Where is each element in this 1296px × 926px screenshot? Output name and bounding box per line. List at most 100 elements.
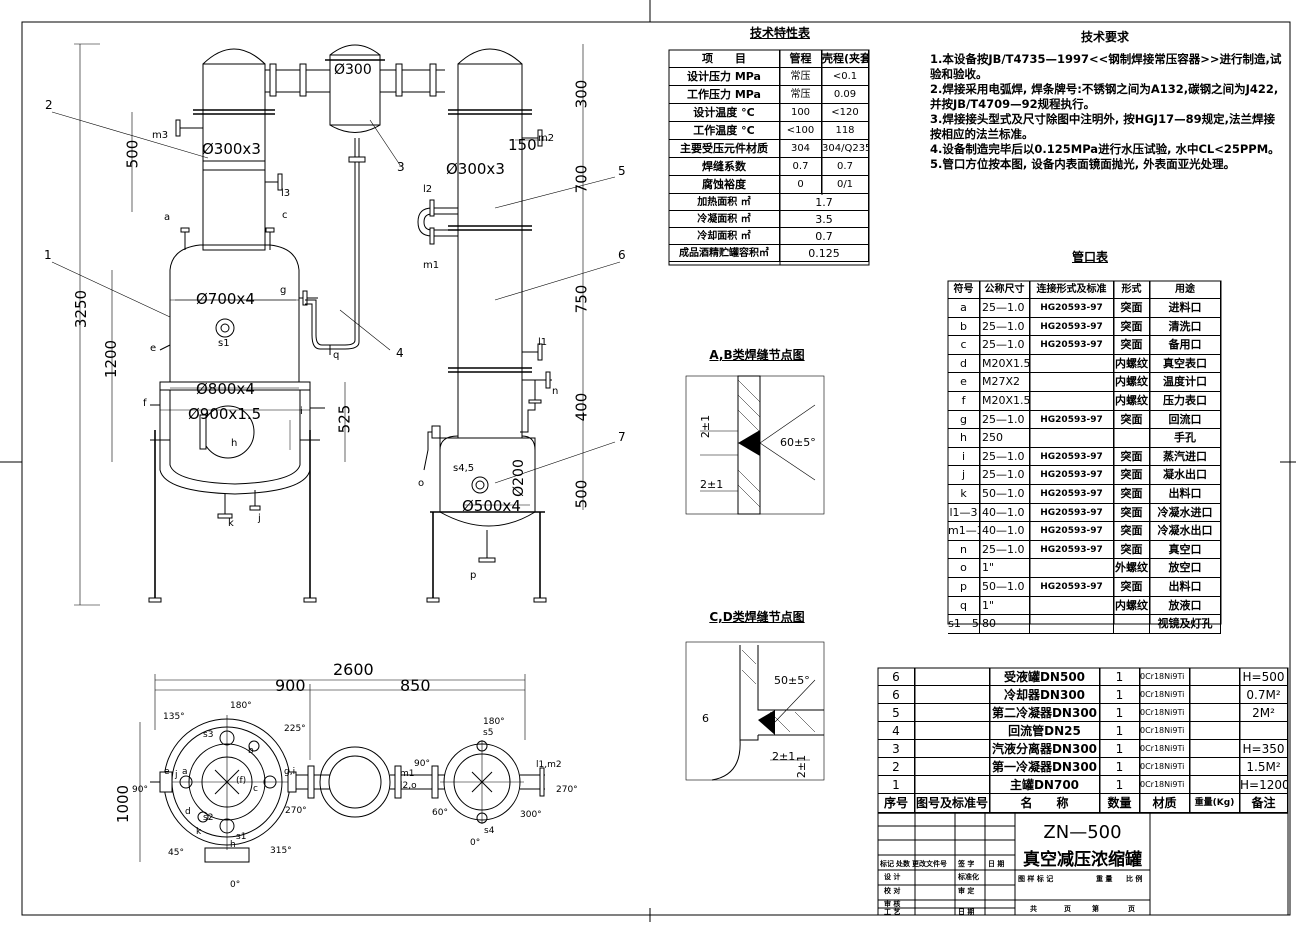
weld-cd-title: C,D类焊缝节点图 [709, 610, 805, 624]
label-h: h [231, 438, 238, 449]
diam-col1: Ø300x3 [202, 140, 261, 158]
nozzle-header-cell: 连接形式及标准 [1030, 281, 1114, 299]
nozzle-cell: 内螺纹 [1114, 596, 1150, 616]
parts-cell: 0Cr18Ni9Ti [1140, 686, 1190, 704]
drawing-frame [21, 21, 1291, 916]
spec-table-grid [668, 49, 870, 266]
parts-cell: 冷却器DN300 [990, 686, 1100, 704]
plan-a: a [182, 767, 188, 777]
spec-cell: 工作压力 MPa [669, 86, 780, 104]
parts-cell: 1 [1100, 704, 1140, 722]
angle-0-b: 0° [470, 838, 481, 848]
weld-detail-cd [685, 641, 825, 781]
nozzle-header-cell: 形式 [1114, 281, 1150, 299]
spec-cell: 0.7 [822, 158, 869, 176]
label-a: a [164, 212, 171, 223]
parts-cell [915, 776, 990, 794]
spec-cell: 0/1 [822, 176, 869, 194]
parts-cell: 3 [878, 740, 915, 758]
nozzle-cell [1114, 429, 1150, 448]
nozzle-cell: 突面 [1114, 317, 1150, 337]
nozzle-cell: HG20593-97 [1030, 540, 1114, 560]
dim-500-bottom: 500 [572, 479, 591, 509]
nozzle-cell: 真空口 [1150, 540, 1221, 560]
dim-150: 150 [508, 136, 537, 154]
nozzle-cell: 突面 [1114, 336, 1150, 355]
dim-850: 850 [400, 676, 431, 695]
plan-j: j [175, 770, 178, 780]
nozzle-cell: 突面 [1114, 466, 1150, 485]
parts-cell [915, 686, 990, 704]
parts-cell: 0Cr18Ni9Ti [1140, 758, 1190, 776]
nozzle-cell: i [948, 447, 980, 467]
nozzle-cell: HG20593-97 [1030, 577, 1114, 597]
weld-ab-angle: 60±5° [780, 436, 816, 449]
parts-cell [1190, 776, 1240, 794]
parts-cell: 5 [878, 704, 915, 722]
tb-sign: 签 字 [958, 860, 975, 868]
parts-cell [915, 740, 990, 758]
tag-1: 1 [44, 248, 52, 262]
plan-s4: s4 [484, 826, 495, 836]
spec-area-label: 加热面积 ㎡ [669, 194, 780, 211]
label-k: k [228, 518, 234, 529]
nozzle-cell: HG20593-97 [1030, 522, 1114, 541]
label-g: g [280, 285, 287, 296]
parts-cell [1190, 722, 1240, 740]
nozzle-cell: 1" [980, 559, 1030, 578]
label-m2: m2 [538, 133, 555, 144]
weld-cd-angle: 50±5° [774, 674, 810, 687]
tb-design: 设 计 [884, 873, 901, 881]
parts-cell: 4 [878, 722, 915, 740]
parts-cell [1190, 740, 1240, 758]
nozzle-cell: b [948, 317, 980, 337]
requirements-title: 技术要求 [1080, 30, 1129, 44]
parts-cell: 1 [1100, 758, 1140, 776]
nozzle-cell: 突面 [1114, 522, 1150, 541]
tb-mark: 标记 [880, 860, 894, 868]
parts-and-title-grid [877, 667, 1289, 916]
requirement-item: 2.焊接采用电弧焊, 焊条牌号:不锈钢之间为A132,碳钢之间为J422, 并按… [930, 82, 1279, 111]
nozzle-cell: k [948, 484, 980, 504]
angle-180: 180° [230, 701, 252, 711]
requirement-item: 1.本设备按JB/T4735—1997<<钢制焊接常压容器>>进行制造,试验和验… [930, 52, 1282, 81]
nozzle-cell: 冷凝水出口 [1150, 522, 1221, 541]
dim-1200: 1200 [102, 339, 121, 379]
label-o: o [418, 478, 425, 489]
parts-cell: 1 [1100, 686, 1140, 704]
nozzle-cell: 80 [980, 615, 1030, 634]
parts-header-cell: 备注 [1240, 794, 1288, 813]
spec-area-value: 0.125 [780, 245, 869, 262]
label-p: p [470, 570, 477, 581]
nozzle-cell: n [948, 540, 980, 560]
main-tank-front [148, 48, 330, 603]
nozzle-cell: HG20593-97 [1030, 503, 1114, 523]
nozzle-cell: 内螺纹 [1114, 354, 1150, 374]
nozzle-cell: 出料口 [1150, 484, 1221, 504]
angle-60: 60° [432, 808, 448, 818]
label-i: i [300, 406, 303, 417]
label-j: j [258, 513, 261, 524]
angle-135: 135° [163, 712, 185, 722]
plan-h: h [230, 840, 236, 850]
parts-cell [915, 704, 990, 722]
nozzle-cell [1030, 373, 1114, 392]
parts-cell [1190, 668, 1240, 686]
parts-header-cell: 重量(Kg) [1190, 794, 1240, 813]
nozzle-cell: 50—1.0 [980, 577, 1030, 597]
nozzle-cell: 冷凝水进口 [1150, 503, 1221, 523]
nozzle-cell: c [948, 336, 980, 355]
tb-std: 标准化 [958, 873, 979, 881]
nozzle-cell: 25—1.0 [980, 336, 1030, 355]
parts-cell: 6 [878, 668, 915, 686]
parts-cell: 0Cr18Ni9Ti [1140, 704, 1190, 722]
